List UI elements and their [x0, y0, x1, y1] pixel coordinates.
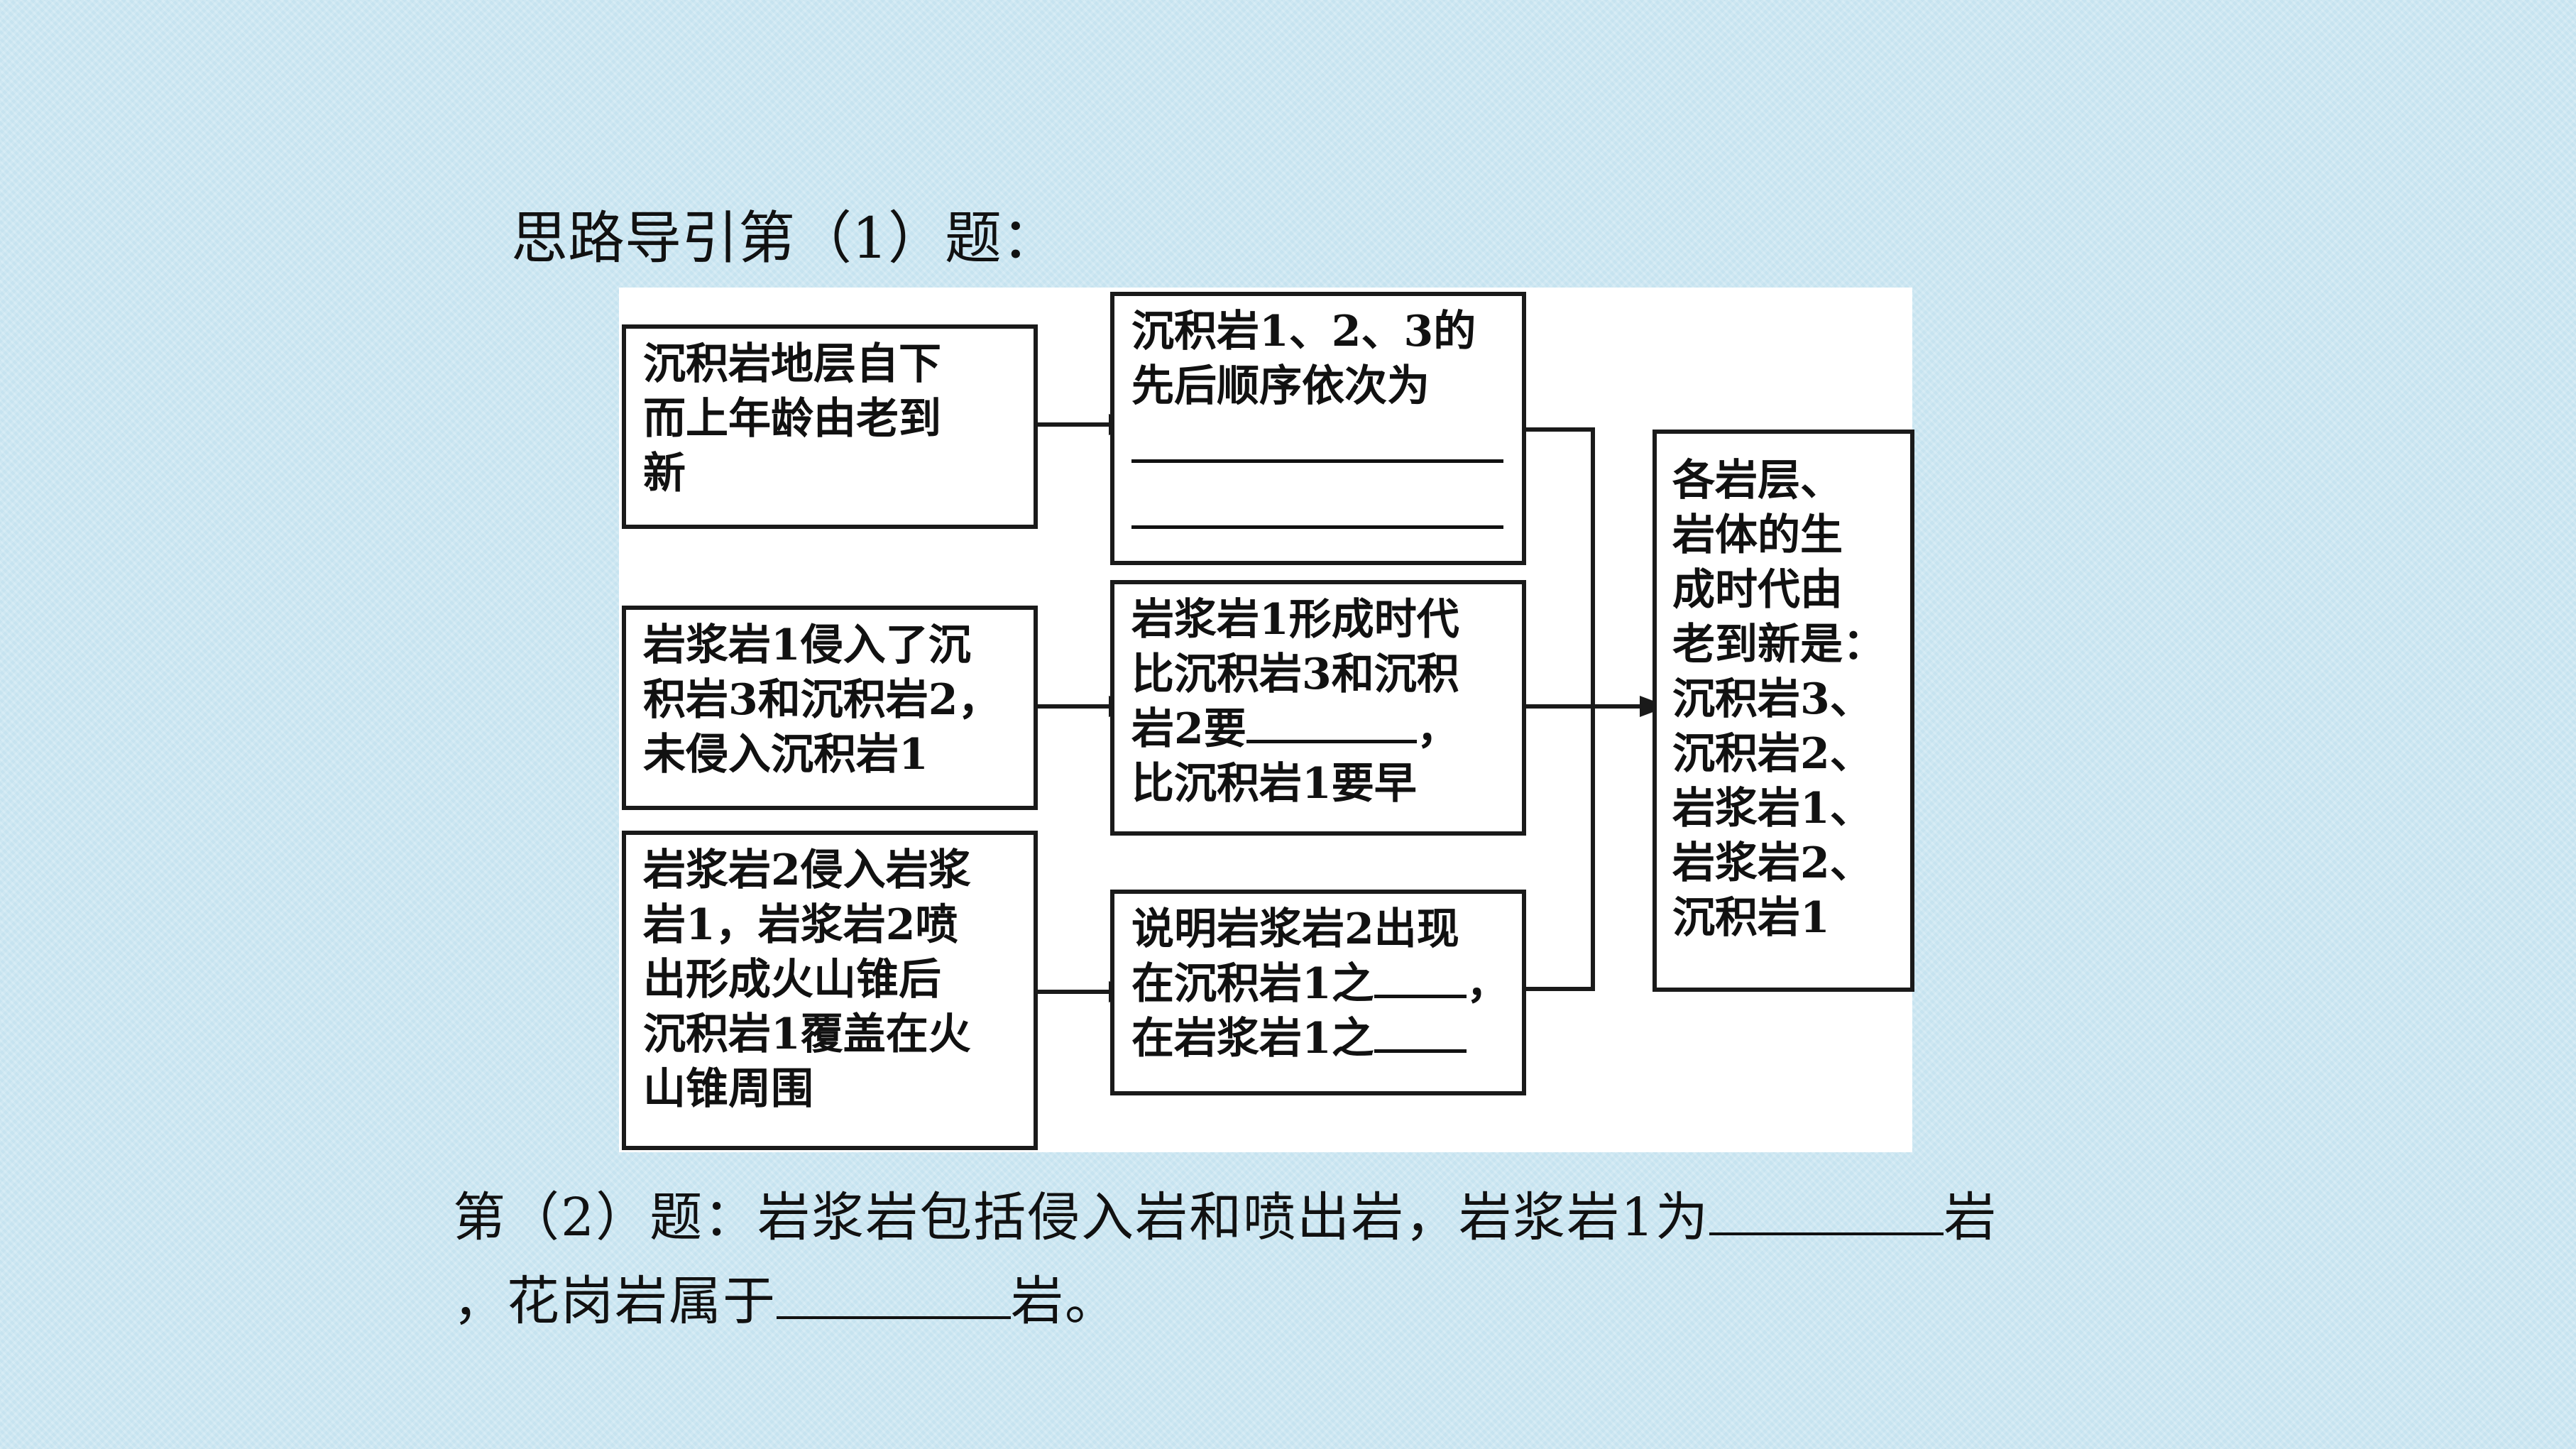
heading-question-number: 第（1）题： [738, 205, 1058, 271]
question2-line1: 第（2）题：岩浆岩包括侵入岩和喷出岩，岩浆岩1为 岩 [453, 1182, 1997, 1253]
question-text: ，花岗岩属于 [453, 1271, 777, 1332]
question-text: 岩 [1944, 1187, 1998, 1248]
answer-blank[interactable] [1709, 1190, 1944, 1235]
question-text: 第（2）题：岩浆岩包括侵入岩和喷出岩，岩浆岩1为 [453, 1187, 1710, 1248]
box-line: 岩浆岩1形成时代 [1131, 595, 1459, 645]
box-conclusion: 各岩层、 岩体的生 成时代由 老到新是： 沉积岩3、 沉积岩2、 岩浆岩1、 岩… [1653, 430, 1914, 992]
box-sedimentary-age-rule: 沉积岩地层自下 而上年龄由老到 新 [622, 324, 1038, 529]
box-line: 积岩3和沉积岩2， [643, 675, 1001, 725]
bracket-mid-outputs [1525, 427, 1595, 991]
box-line: 先后顺序依次为 [1131, 361, 1430, 411]
box-line: 新 [643, 449, 686, 498]
question-text: 岩。 [1011, 1271, 1119, 1332]
box-line: 沉积岩1覆盖在火 [643, 1010, 971, 1059]
box-line: 成时代由 [1672, 565, 1843, 615]
box-text: 岩2要 [1131, 704, 1246, 754]
box-line: 岩1，岩浆岩2喷 [643, 900, 958, 950]
box-line: 岩2要 ， [1131, 702, 1509, 757]
box-line: 各岩层、 [1672, 456, 1843, 505]
box-text: ， [1416, 704, 1459, 754]
box-line: 比沉积岩1要早 [1131, 759, 1417, 809]
box-line: 沉积岩3、 [1672, 674, 1873, 724]
box-line: 未侵入沉积岩1 [643, 730, 928, 780]
answer-blank[interactable] [1131, 480, 1503, 529]
box-line: 沉积岩1、2、3的 [1131, 307, 1476, 356]
box-line: 山锥周围 [643, 1064, 813, 1114]
box-text: 在岩浆岩1之 [1131, 1014, 1374, 1063]
answer-blank[interactable] [1374, 958, 1467, 998]
box-magmatic1-age: 岩浆岩1形成时代 比沉积岩3和沉积 岩2要 ， 比沉积岩1要早 [1110, 580, 1526, 836]
box-line: 岩浆岩2、 [1672, 838, 1873, 888]
box-text: 在沉积岩1之 [1131, 959, 1374, 1009]
heading-lead: 思路导引 [511, 205, 738, 271]
box-line: 说明岩浆岩2出现 [1131, 904, 1459, 954]
flow-diagram: 沉积岩地层自下 而上年龄由老到 新 岩浆岩1侵入了沉 积岩3和沉积岩2， 未侵入… [619, 288, 1914, 1152]
box-magmatic2-timing: 说明岩浆岩2出现 在沉积岩1之 ， 在岩浆岩1之 [1110, 890, 1526, 1095]
box-line: 沉积岩2、 [1672, 729, 1873, 779]
box-text: ， [1466, 959, 1509, 1009]
box-line: 在沉积岩1之 ， [1131, 957, 1509, 1012]
answer-blank[interactable] [1374, 1012, 1467, 1053]
answer-blank[interactable] [1246, 703, 1417, 743]
box-magmatic2-intrusion: 岩浆岩2侵入岩浆 岩1，岩浆岩2喷 出形成火山锥后 沉积岩1覆盖在火 山锥周围 [622, 831, 1038, 1150]
box-line: 老到新是： [1672, 620, 1885, 669]
question2-line2: ，花岗岩属于 岩。 [453, 1266, 1119, 1337]
box-line: 岩浆岩1、 [1672, 784, 1873, 833]
box-line: 在岩浆岩1之 [1131, 1012, 1509, 1066]
box-line: 而上年龄由老到 [643, 394, 941, 444]
box-line: 岩体的生 [1672, 510, 1843, 560]
box-line: 沉积岩地层自下 [643, 339, 941, 389]
heading: 思路导引第（1）题： [511, 203, 1058, 274]
box-line: 比沉积岩3和沉积 [1131, 650, 1459, 699]
box-line: 沉积岩1 [1672, 893, 1830, 943]
answer-blank[interactable] [1131, 414, 1503, 463]
box-line: 出形成火山锥后 [643, 955, 941, 1005]
answer-blank[interactable] [777, 1274, 1011, 1319]
box-magmatic1-intrusion: 岩浆岩1侵入了沉 积岩3和沉积岩2， 未侵入沉积岩1 [622, 606, 1038, 810]
box-sedimentary-order: 沉积岩1、2、3的 先后顺序依次为 [1110, 292, 1526, 565]
box-line: 岩浆岩1侵入了沉 [643, 620, 971, 670]
box-line: 岩浆岩2侵入岩浆 [643, 846, 971, 895]
